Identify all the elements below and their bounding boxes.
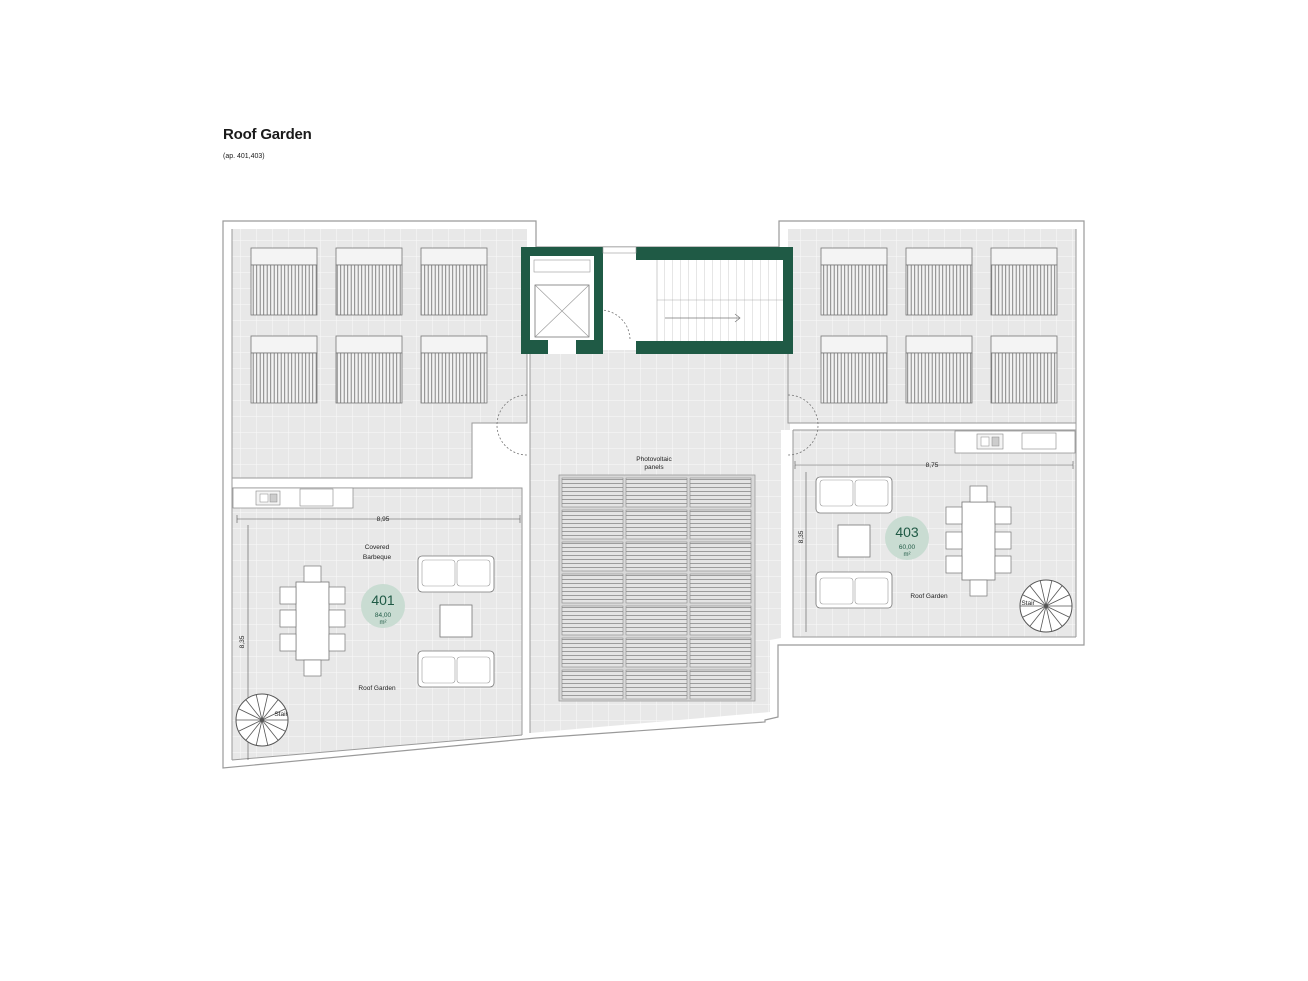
pv-label-2: panels xyxy=(644,464,664,471)
dimension-width-401: 8,95 xyxy=(236,515,521,523)
pv-panel-icon xyxy=(625,669,688,700)
solar-collector-icon xyxy=(905,335,973,404)
sofa-icon xyxy=(417,650,495,688)
dimension-width-403: 8,75 xyxy=(794,461,1074,469)
page-title: Roof Garden xyxy=(223,126,312,143)
covered-label-1: Covered xyxy=(365,544,390,551)
pv-panel-icon xyxy=(561,573,624,604)
stair-label-left: Stair xyxy=(274,711,288,718)
solar-collectors-right xyxy=(820,247,1058,404)
unit-401-area: 84,00 xyxy=(375,612,392,619)
pv-panel-icon xyxy=(561,637,624,668)
pv-panel-icon xyxy=(625,605,688,636)
solar-collector-icon xyxy=(990,335,1058,404)
solar-collector-icon xyxy=(820,335,888,404)
dim-right-height: 8,35 xyxy=(798,530,805,543)
sofa-icon xyxy=(815,571,893,609)
solar-collector-icon xyxy=(250,335,318,404)
dining-table-icon xyxy=(945,485,1012,597)
sofa-icon xyxy=(417,555,495,593)
unit-403: 8,75 8,35 403 60,00 m² xyxy=(794,430,1076,633)
pv-label-1: Photovoltaic xyxy=(636,456,672,463)
solar-collector-icon xyxy=(335,247,403,316)
unit-403-number: 403 xyxy=(895,524,919,540)
roof-garden-label-right: Roof Garden xyxy=(910,593,948,600)
kitchen-counter-icon xyxy=(954,430,1076,454)
unit-403-area: 60,00 xyxy=(899,544,916,551)
solar-collector-icon xyxy=(420,335,488,404)
elevator-icon xyxy=(533,259,591,338)
coffee-table xyxy=(439,604,473,638)
pv-panel-icon xyxy=(561,509,624,540)
covered-label-2: Barbeque xyxy=(363,554,392,561)
pv-panel-icon xyxy=(689,477,752,508)
pv-panel-icon xyxy=(625,509,688,540)
badge-401: 401 84,00 m² xyxy=(361,584,405,628)
core xyxy=(521,246,793,354)
solar-collector-icon xyxy=(905,247,973,316)
pv-panel-icon xyxy=(689,637,752,668)
pv-panel-icon xyxy=(689,669,752,700)
page-subtitle: (ap. 401,403) xyxy=(223,153,265,160)
pv-panel-icon xyxy=(625,637,688,668)
dining-table-icon xyxy=(279,565,346,677)
dimension-height-403: 8,35 xyxy=(798,472,807,632)
solar-collector-icon xyxy=(990,247,1058,316)
pv-panel-icon xyxy=(561,477,624,508)
pv-panel-icon xyxy=(625,573,688,604)
coffee-table xyxy=(837,524,871,558)
roof-garden-label-left: Roof Garden xyxy=(358,685,396,692)
pv-panel-icon xyxy=(689,605,752,636)
spiral-stair-icon xyxy=(235,693,289,747)
pv-panel-icon xyxy=(561,605,624,636)
unit-403-unit: m² xyxy=(904,552,911,558)
pv-panels: Photovoltaic panels xyxy=(558,456,756,702)
unit-401: 8,95 8,35 Covered Barbeque 401 84,00 m² xyxy=(232,487,521,760)
unit-401-unit: m² xyxy=(380,620,387,626)
pv-panel-icon xyxy=(689,573,752,604)
pv-panel-icon xyxy=(625,541,688,572)
solar-collector-icon xyxy=(250,247,318,316)
pv-panel-icon xyxy=(625,477,688,508)
pv-panel-icon xyxy=(561,541,624,572)
sofa-icon xyxy=(815,476,893,514)
solar-collector-icon xyxy=(820,247,888,316)
dim-left-width: 8,95 xyxy=(377,516,390,523)
solar-collector-icon xyxy=(335,335,403,404)
pv-panel-icon xyxy=(689,509,752,540)
solar-collectors-left xyxy=(250,247,488,404)
kitchen-counter-icon xyxy=(232,487,354,509)
stair-label-right: Stair xyxy=(1021,600,1035,607)
unit-401-number: 401 xyxy=(371,592,395,608)
staircase-icon xyxy=(656,260,783,341)
solar-collector-icon xyxy=(420,247,488,316)
pv-panel-icon xyxy=(561,669,624,700)
spiral-stair-icon xyxy=(1019,579,1073,633)
dim-right-width: 8,75 xyxy=(926,462,939,469)
dim-left-height: 8,35 xyxy=(239,635,246,648)
pv-panel-icon xyxy=(689,541,752,572)
badge-403: 403 60,00 m² xyxy=(885,516,929,560)
